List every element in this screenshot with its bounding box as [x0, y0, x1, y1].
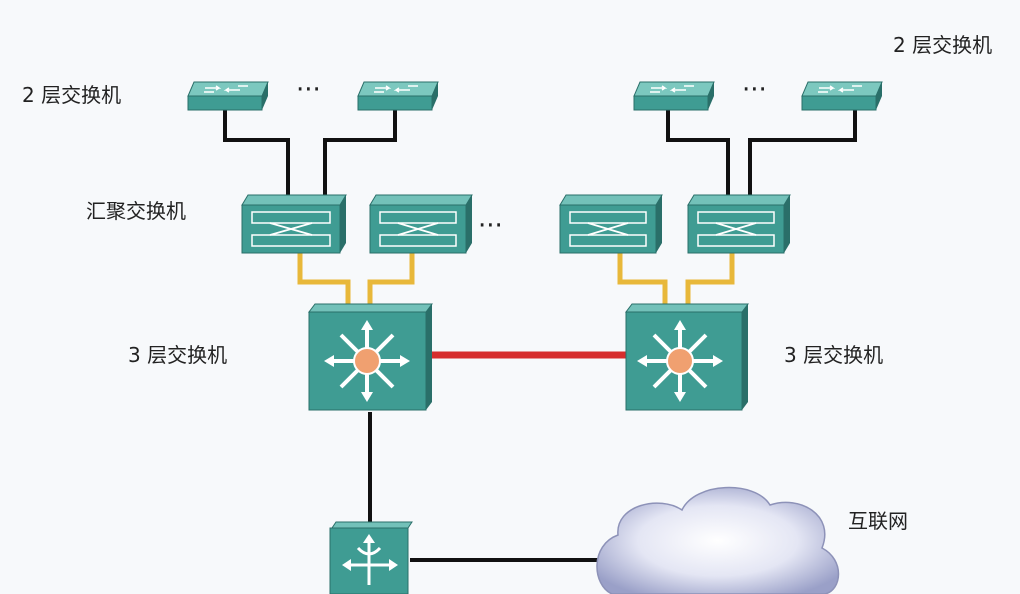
link-agg1-core-left	[297, 252, 351, 305]
aggregation-switch-2	[369, 194, 473, 254]
link-agg2-core-left	[367, 252, 415, 305]
l2-switch-1	[187, 81, 269, 111]
switch-arrows-icon	[204, 85, 248, 93]
switch-arrows-icon	[818, 85, 862, 93]
internet-cloud-icon	[596, 486, 840, 594]
aggregation-links	[297, 252, 735, 305]
l2-switch-2	[357, 81, 439, 111]
router	[329, 521, 413, 594]
switch-arrows-icon	[374, 85, 418, 93]
aggregation-switch-3	[559, 194, 663, 254]
l2-switch-3	[633, 81, 715, 111]
label-l2-right: 2 层交换机	[893, 33, 992, 57]
link-agg3-core-right	[617, 252, 668, 305]
core-hub-icon	[353, 347, 381, 375]
l3-switch-left	[308, 303, 433, 411]
crossbar-icon	[715, 222, 757, 236]
l2-switch-4	[801, 81, 883, 111]
label-l3-left: 3 层交换机	[128, 343, 227, 367]
router-arrows-icon	[348, 540, 392, 585]
label-l2-left: 2 层交换机	[22, 83, 121, 107]
link-l2d-agg4	[748, 110, 857, 196]
aggregation-switch-4	[687, 194, 791, 254]
ellipsis-aggregation: ···	[478, 211, 503, 241]
link-agg4-core-right	[685, 252, 735, 305]
link-l2c-agg4	[666, 110, 730, 196]
crossbar-icon	[269, 222, 313, 236]
label-internet: 互联网	[848, 509, 908, 533]
uplink-lines	[368, 412, 615, 562]
crossbar-icon	[397, 222, 439, 236]
access-links	[223, 110, 857, 196]
core-hub-icon	[666, 347, 694, 375]
label-l3-right: 3 层交换机	[784, 343, 883, 367]
ellipsis-l2-right: ···	[742, 75, 767, 105]
switch-arrows-icon	[650, 85, 694, 93]
link-l2a-agg1	[223, 110, 290, 196]
l3-switch-right	[625, 303, 749, 411]
aggregation-switch-1	[241, 194, 347, 254]
ellipsis-l2-left: ···	[296, 75, 321, 105]
crossbar-icon	[587, 222, 629, 236]
link-l2b-agg1	[323, 110, 397, 196]
label-aggregation: 汇聚交换机	[86, 199, 186, 223]
